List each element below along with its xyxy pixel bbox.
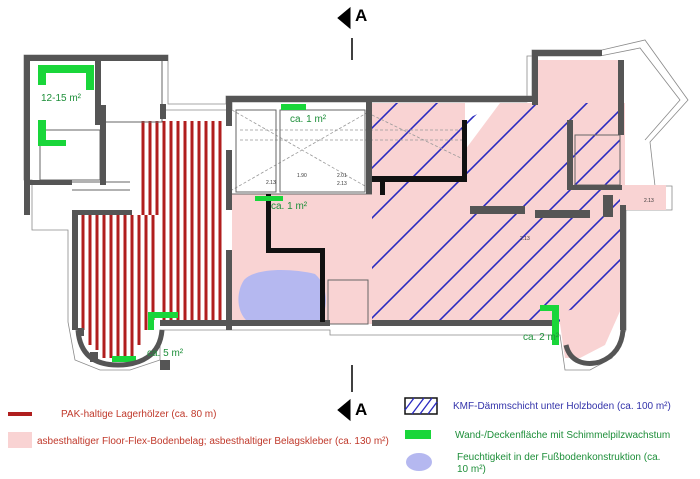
bay-walls: [75, 329, 626, 368]
dim-5: 2.13: [520, 236, 530, 242]
label-room-2: ca. 2 m²: [523, 332, 560, 343]
legend-moisture-line1: Feuchtigkeit in der Fußbodenkonstruktion…: [457, 452, 661, 463]
legend-moisture-text: Feuchtigkeit in der Fußbodenkonstruktion…: [457, 452, 660, 476]
label-room-5: ca. 5 m²: [147, 348, 184, 359]
swatch-asbestos: [8, 432, 32, 448]
section-marker-bottom: A: [355, 400, 368, 419]
label-room-1a: ca. 1 m²: [290, 114, 327, 125]
dim-2: 2.01: [337, 173, 347, 179]
label-room-1b: ca. 1 m²: [271, 201, 308, 212]
pak-stripes-upper: [141, 121, 222, 320]
section-marker-top: A: [355, 6, 368, 25]
dim-1: 1.90: [297, 173, 307, 179]
mold-areas: [38, 65, 559, 362]
load-walls: [24, 50, 626, 370]
dim-6: 2.13: [644, 198, 654, 204]
dim-3: 2.13: [337, 181, 347, 187]
moisture-area: [238, 270, 326, 326]
dim-4: 2.13: [266, 180, 276, 186]
heavy-walls: [266, 120, 467, 322]
legend-kmf-text: KMF-Dämmschicht unter Holzboden (ca. 100…: [453, 401, 671, 412]
swatch-pak: [8, 412, 32, 416]
legend-moisture-line2: 10 m²): [457, 464, 486, 475]
pak-stripes-lower: [81, 215, 155, 358]
legend-pak-text: PAK-haltige Lagerhölzer (ca. 80 m): [61, 409, 217, 420]
legend-asbestos-text: asbesthaltiger Floor-Flex-Bodenbelag; as…: [37, 436, 389, 447]
swatch-moisture: [406, 453, 432, 471]
legend-swatches: [8, 397, 438, 471]
swatch-mold: [405, 430, 431, 439]
label-room-12-15: 12-15 m²: [41, 93, 82, 104]
section-line: [337, 6, 353, 422]
void-cross: [231, 109, 466, 191]
legend-mold-text: Wand-/Deckenfläche mit Schimmelpilzwachs…: [455, 430, 671, 441]
swatch-kmf: [404, 397, 438, 415]
dimensions: 1.90 2.01 2.13 2.13 2.13 2.13: [266, 173, 654, 242]
